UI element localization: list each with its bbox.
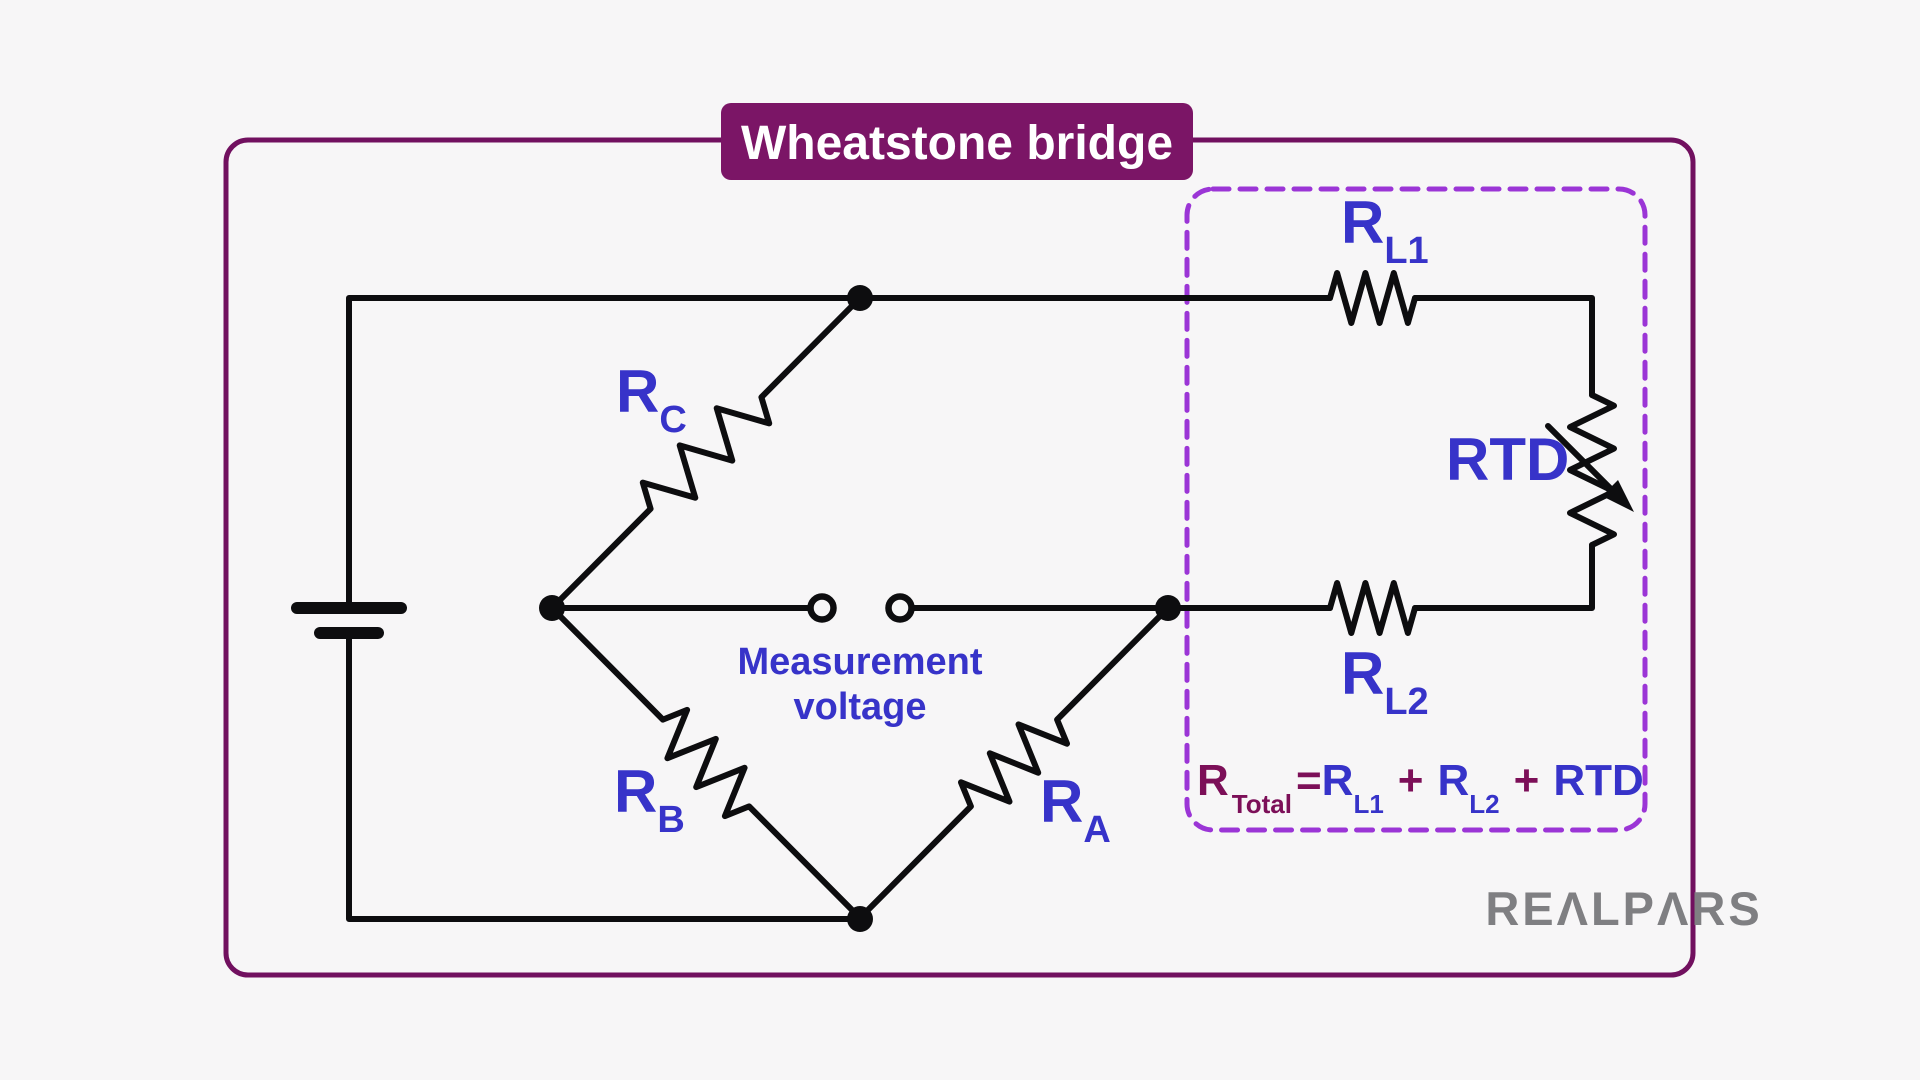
wire-bottom-left bbox=[346, 636, 863, 922]
title-badge bbox=[721, 103, 1193, 180]
wire-top-left bbox=[346, 295, 863, 605]
rtd-dashed-box bbox=[1184, 186, 1648, 833]
resistor-rl1 bbox=[1327, 270, 1418, 326]
measurement-terminal-right bbox=[885, 593, 915, 623]
realpars-logo: REΛLPΛRS bbox=[1485, 882, 1762, 935]
label-rtd: RTD bbox=[1446, 426, 1569, 493]
resistor-ra bbox=[857, 605, 1171, 921]
resistor-rtd bbox=[1567, 392, 1617, 548]
wire-right-upper bbox=[1412, 295, 1595, 398]
resistor-rc bbox=[549, 295, 863, 611]
resistor-rb bbox=[549, 605, 863, 921]
node-right bbox=[1155, 595, 1181, 621]
label-rb: RB bbox=[614, 758, 685, 841]
node-top bbox=[847, 285, 873, 311]
label-measurement-line2: voltage bbox=[793, 686, 926, 728]
page-title: Wheatstone bridge bbox=[741, 117, 1173, 170]
rtd-arrow-shaft bbox=[1545, 423, 1613, 491]
label-rc: RC bbox=[616, 358, 687, 441]
node-left bbox=[539, 595, 565, 621]
label-rl1: RL1 bbox=[1341, 189, 1429, 272]
wire-right-lower bbox=[1412, 542, 1595, 611]
label-ra: RA bbox=[1040, 768, 1111, 851]
rtd-arrow-head-icon bbox=[1602, 480, 1634, 512]
resistor-rl2 bbox=[1327, 580, 1418, 636]
measurement-terminal-left bbox=[807, 593, 837, 623]
label-measurement-line1: Measurement bbox=[738, 641, 983, 683]
outer-frame bbox=[223, 137, 1696, 978]
node-bottom bbox=[847, 906, 873, 932]
label-rl2: RL2 bbox=[1341, 640, 1429, 723]
